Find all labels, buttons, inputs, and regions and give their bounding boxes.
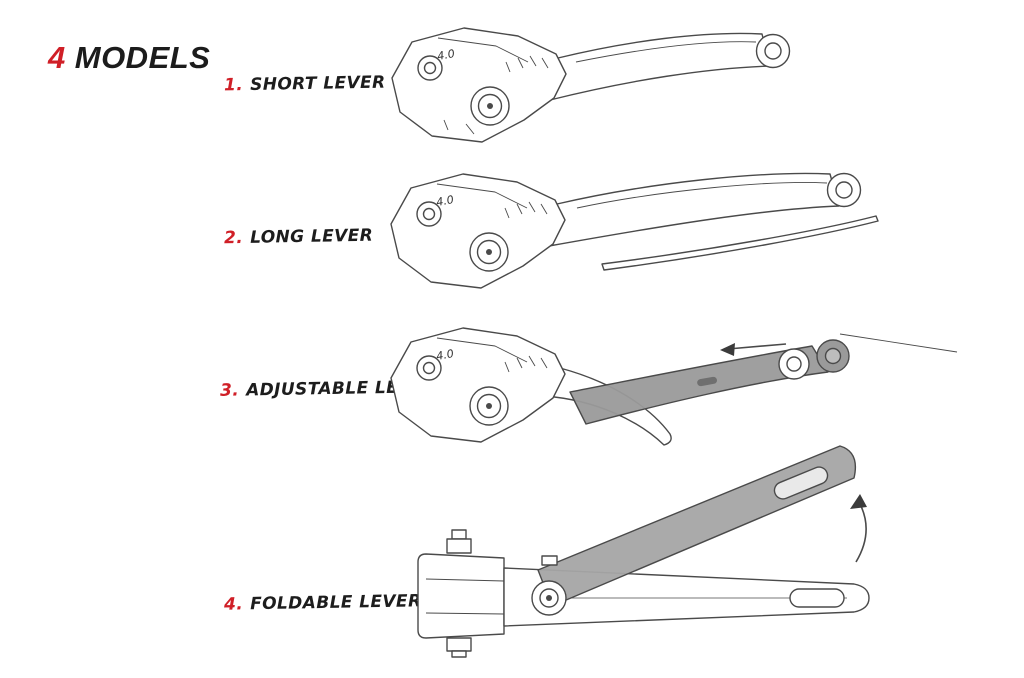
model-label-long-lever: 2.LONG LEVER — [224, 226, 374, 249]
model-number: 1. — [223, 75, 244, 96]
short-lever-illustration: 4.0 — [391, 27, 791, 143]
foldable-lever-illustration — [417, 445, 870, 658]
dial-marking-text: 4.0 — [436, 47, 455, 63]
title-word: MODELS — [74, 40, 211, 75]
adjustable-lever-illustration: 4.0 — [390, 327, 958, 446]
model-name: LONG LEVER — [249, 225, 374, 248]
adjust-direction-arrow-icon — [720, 343, 735, 356]
model-name: SHORT LEVER — [249, 72, 386, 95]
model-label-short-lever: 1.SHORT LEVER — [224, 73, 386, 96]
long-lever-illustration: 4.0 — [390, 172, 879, 289]
dial-marking-text: 4.0 — [435, 347, 454, 363]
dial-marking-text: 4.0 — [435, 193, 454, 209]
model-number: 4. — [223, 594, 244, 615]
title-number: 4 — [48, 40, 66, 75]
model-number: 2. — [223, 227, 244, 249]
model-number: 3. — [219, 380, 240, 401]
fold-direction-arrow-icon — [850, 494, 867, 509]
